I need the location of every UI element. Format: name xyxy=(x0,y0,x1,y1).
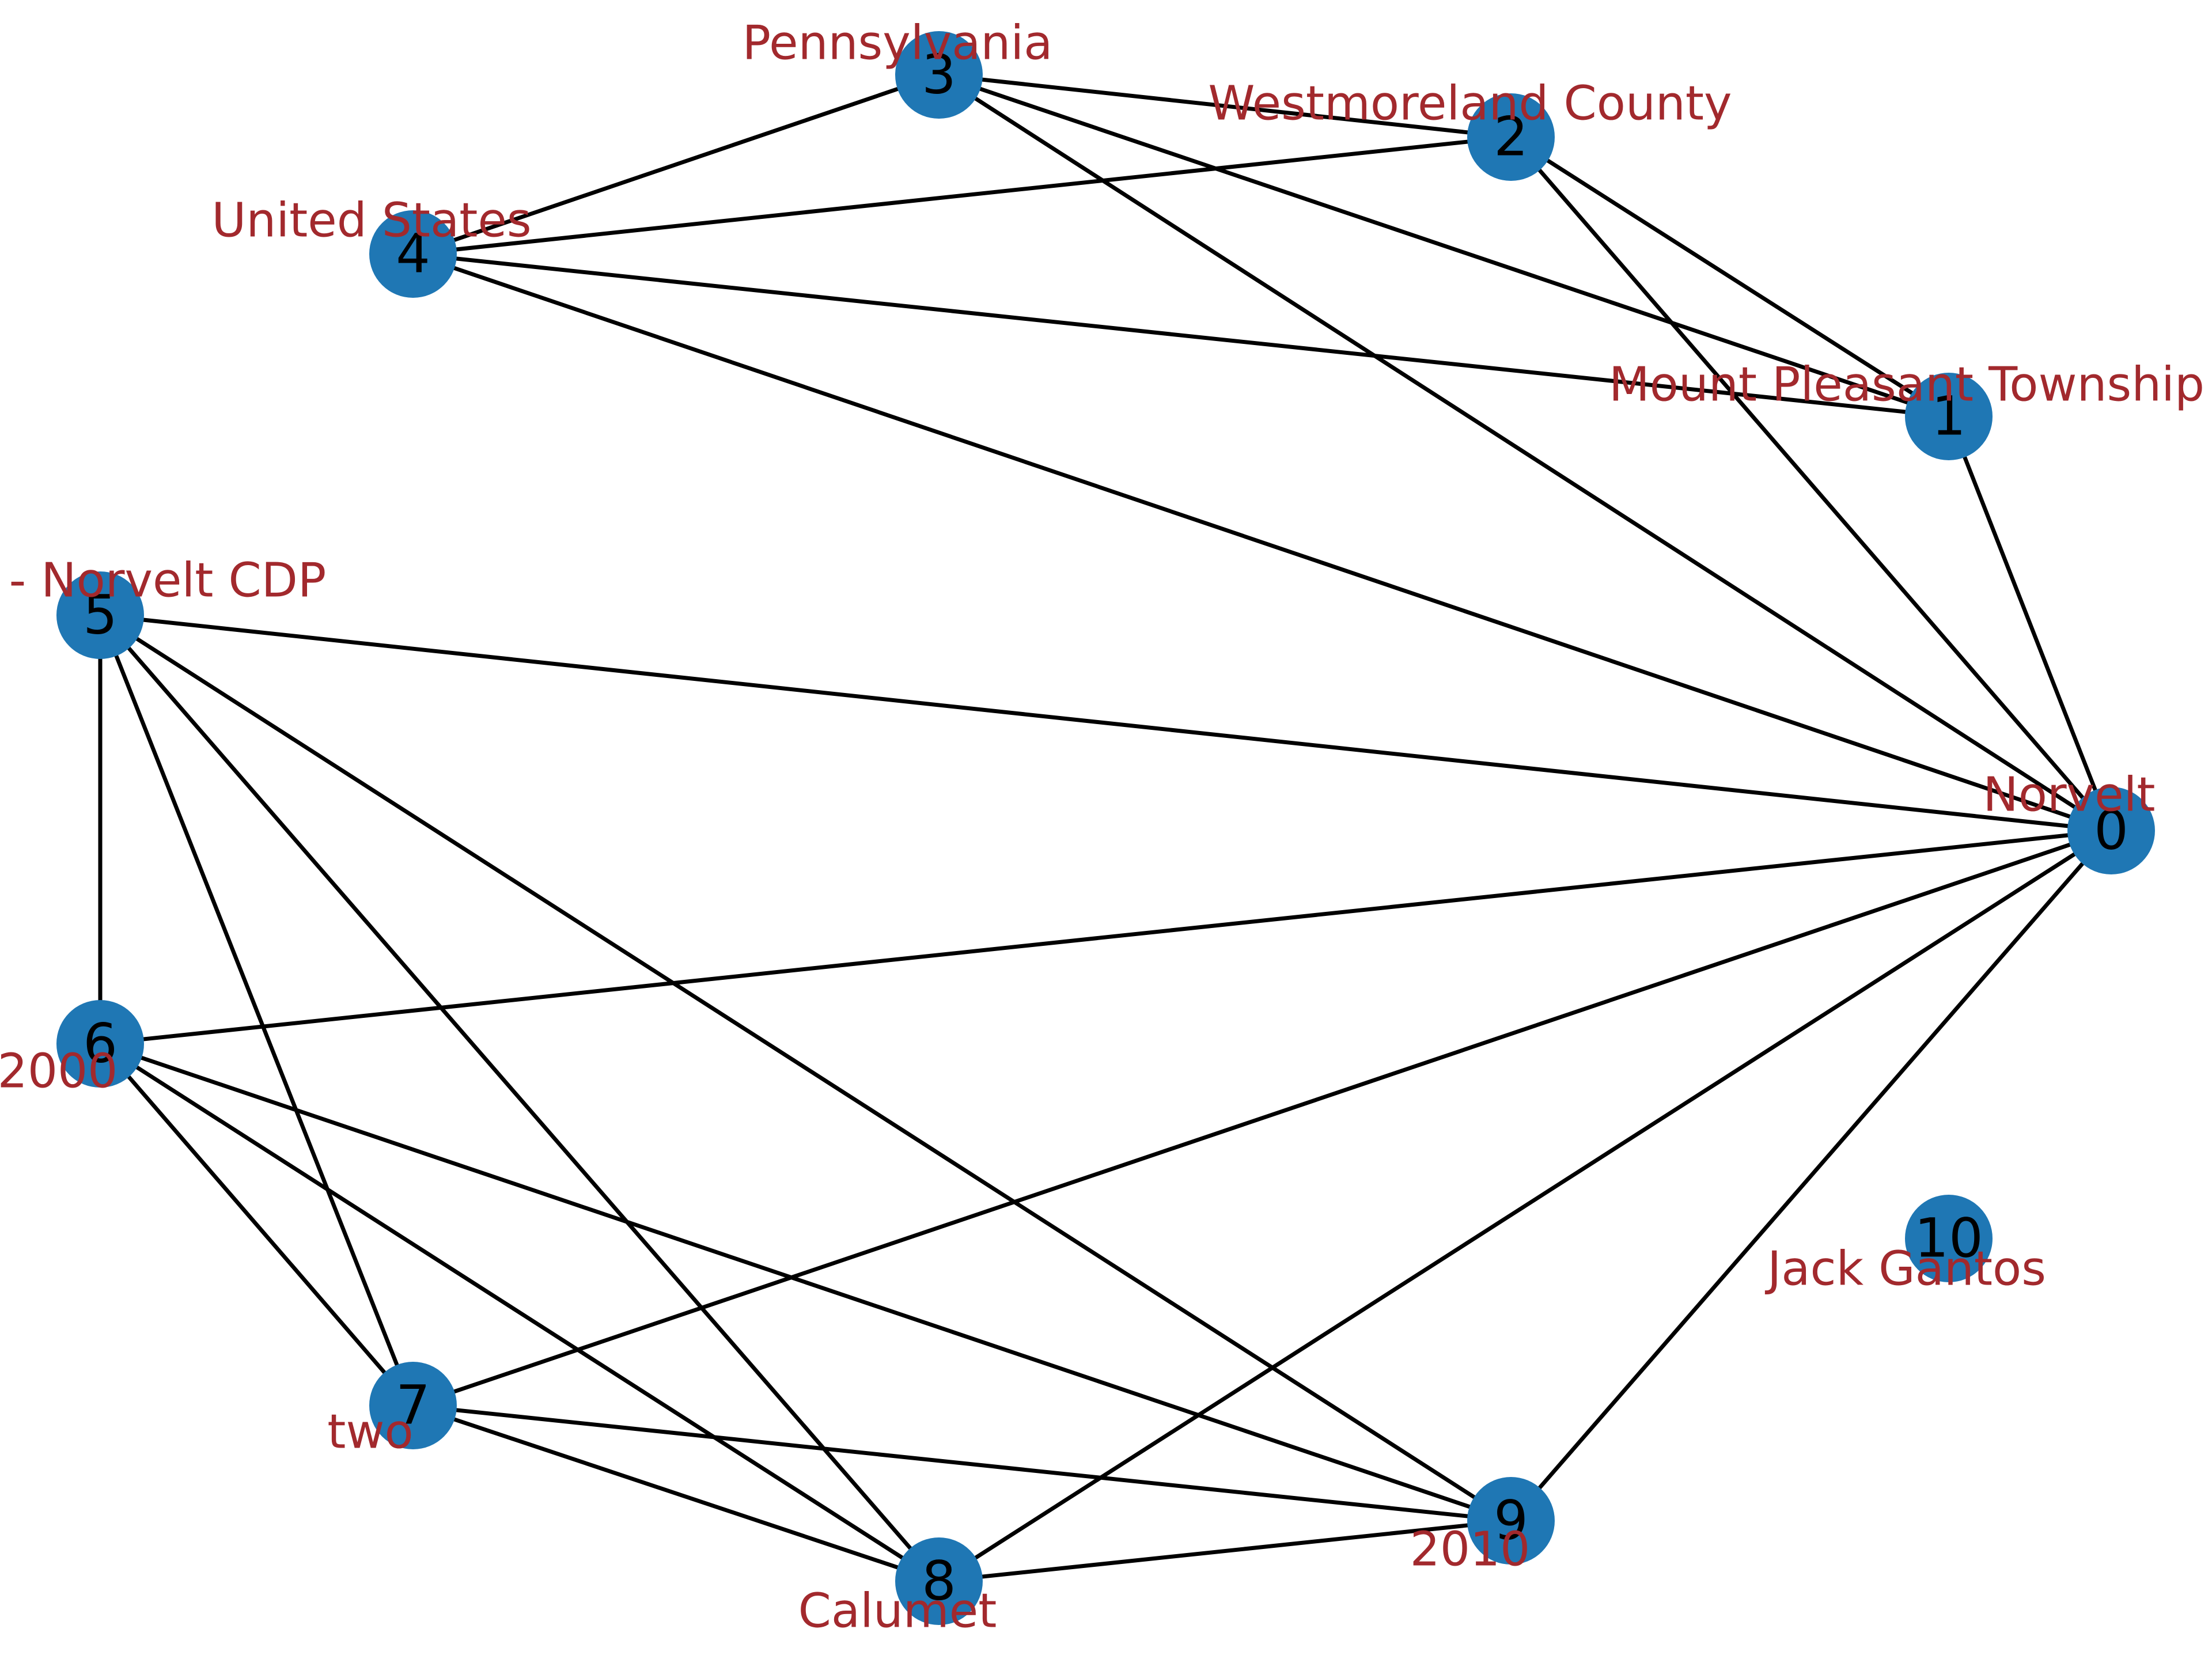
node-circle-0 xyxy=(2067,787,2155,874)
node-label-8: Calumet xyxy=(798,1584,997,1639)
edge-3-4 xyxy=(412,73,940,256)
node-8: 8 xyxy=(895,1537,983,1625)
node-number-9: 9 xyxy=(1494,1490,1528,1552)
node-4: 4 xyxy=(369,210,457,298)
node-circle-10 xyxy=(1905,1195,1993,1282)
node-circle-4 xyxy=(369,210,457,298)
edge-7-0 xyxy=(412,828,2112,1408)
node-label-2: Westmoreland County xyxy=(1208,77,1732,131)
edge-5-9 xyxy=(99,613,1512,1522)
edge-4-1 xyxy=(412,252,1949,419)
node-5: 5 xyxy=(56,571,144,659)
node-circle-2 xyxy=(1467,93,1555,181)
edge-7-9 xyxy=(412,1403,1512,1523)
node-6: 6 xyxy=(56,1000,144,1088)
node-number-7: 7 xyxy=(396,1374,430,1437)
node-number-5: 5 xyxy=(83,584,118,647)
node-label-10: Jack Gantos xyxy=(1764,1242,2046,1297)
node-number-6: 6 xyxy=(83,1013,118,1075)
edge-1-0 xyxy=(1946,415,2113,832)
node-10: 10 xyxy=(1905,1195,1993,1282)
nodes-layer: 0 1 2 3 4 5 6 7 8 9 10 xyxy=(56,31,2155,1625)
node-3: 3 xyxy=(895,31,983,119)
edge-9-0 xyxy=(1509,829,2113,1522)
edge-2-0 xyxy=(1509,135,2113,832)
edge-7-8 xyxy=(412,1403,940,1584)
node-circle-1 xyxy=(1905,373,1993,460)
edge-3-2 xyxy=(938,73,1512,139)
edge-8-0 xyxy=(938,829,2112,1583)
node-1: 1 xyxy=(1905,373,1993,460)
node-number-8: 8 xyxy=(922,1550,956,1613)
edge-4-0 xyxy=(412,252,2112,833)
node-circle-9 xyxy=(1467,1477,1555,1565)
labels-layer: Norvelt Mount Pleasant Township Westmorela… xyxy=(0,16,2205,1639)
node-0: 0 xyxy=(2067,787,2155,874)
node-number-0: 0 xyxy=(2094,800,2128,862)
node-label-4: United States xyxy=(211,194,531,248)
node-7: 7 xyxy=(369,1362,457,1449)
node-number-4: 4 xyxy=(396,223,430,286)
node-label-6: 2000 xyxy=(0,1044,118,1099)
node-circle-7 xyxy=(369,1362,457,1449)
node-label-5: - Norvelt CDP xyxy=(9,554,327,608)
edge-6-9 xyxy=(99,1041,1512,1523)
edge-2-4 xyxy=(412,135,1512,256)
node-circle-5 xyxy=(56,571,144,659)
node-circle-3 xyxy=(895,31,983,119)
node-label-1: Mount Pleasant Township xyxy=(1609,358,2205,412)
node-9: 9 xyxy=(1467,1477,1555,1565)
edge-8-9 xyxy=(938,1518,1512,1584)
edge-5-8 xyxy=(99,613,941,1583)
node-label-9: 2010 xyxy=(1410,1522,1531,1577)
edge-2-1 xyxy=(1510,135,1950,418)
edge-5-7 xyxy=(98,614,415,1407)
node-label-0: Norvelt xyxy=(1983,768,2155,823)
node-label-7: two xyxy=(327,1405,413,1460)
edge-6-0 xyxy=(100,828,2112,1046)
node-number-3: 3 xyxy=(922,44,956,107)
edge-6-7 xyxy=(99,1042,415,1407)
edge-3-1 xyxy=(938,73,1950,419)
edge-6-8 xyxy=(99,1042,940,1583)
edge-3-0 xyxy=(938,73,2112,832)
node-label-3: Pennsylvania xyxy=(743,16,1053,71)
node-circle-6 xyxy=(56,1000,144,1088)
node-number-10: 10 xyxy=(1914,1207,1983,1270)
node-circle-8 xyxy=(895,1537,983,1625)
node-2: 2 xyxy=(1467,93,1555,181)
node-number-1: 1 xyxy=(1931,385,1966,448)
edges-layer xyxy=(98,73,2113,1584)
node-number-2: 2 xyxy=(1494,106,1528,169)
edge-5-0 xyxy=(100,613,2112,833)
